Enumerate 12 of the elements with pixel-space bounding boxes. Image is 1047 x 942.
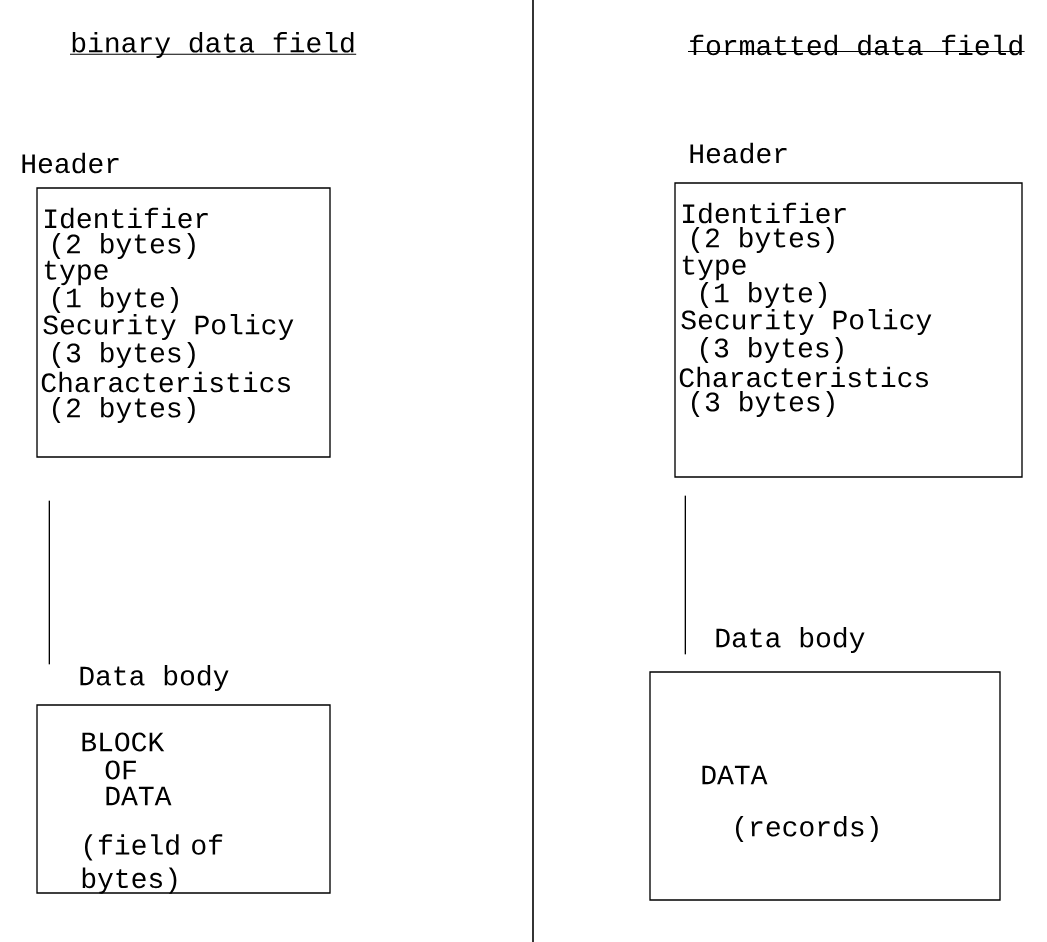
header-box: Header Identifier (2 bytes) type (1 byte) Security Policy (3 bytes) Characteristics (3 bytes) [674,142,1023,478]
connector-line [48,500,50,665]
header-box: Header Identifier (2 bytes) type (1 byte) Security Policy (3 bytes) Characteristics (2 bytes) [22,152,331,458]
connector-line [684,495,686,655]
data-box: Data body BLOCK OF DATA (field of bytes) [36,664,331,894]
section-title: formatted data field [687,34,1026,56]
node-label: Header [22,152,119,174]
node-label: Header [690,142,787,164]
section-title: binary data field [69,31,357,59]
node-label: Data body [80,664,229,692]
node-label: Data body [716,626,865,654]
data-box: Data body DATA (records) [649,626,1001,901]
